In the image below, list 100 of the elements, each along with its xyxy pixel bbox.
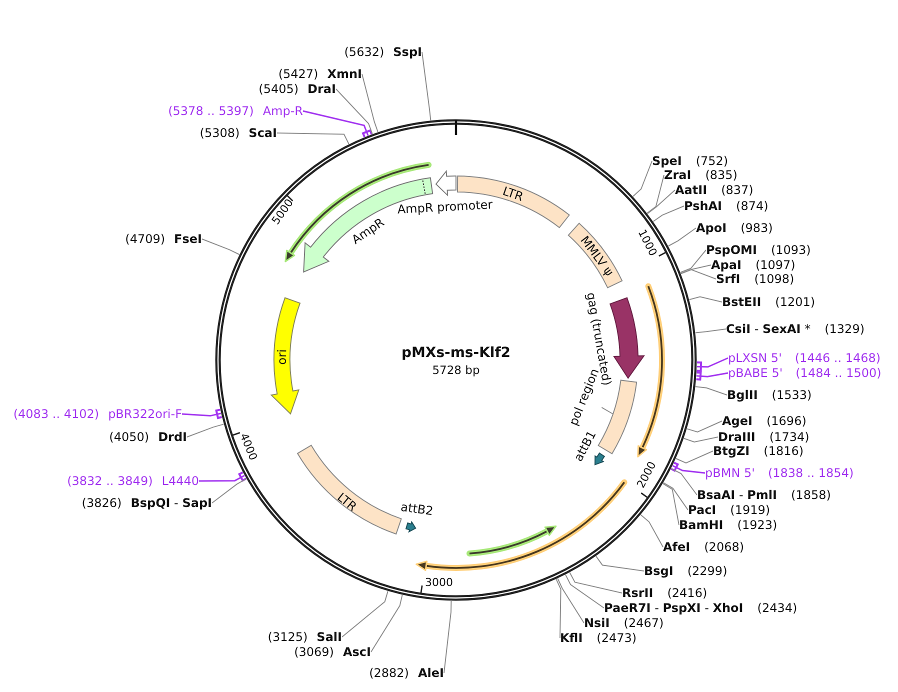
leader-line — [652, 206, 684, 222]
leader-line — [662, 483, 680, 526]
scale-number: 3000 — [425, 576, 453, 590]
cut-position: (2467) — [624, 615, 664, 631]
feature-label: AmpR promoter — [397, 198, 493, 216]
leader-line — [601, 406, 614, 414]
enzyme-name: ApaI — [711, 257, 742, 273]
enzyme-name: PaeR7I - PspXI - XhoI — [604, 600, 744, 616]
enzyme-name: ApoI — [696, 220, 727, 236]
enzyme-name: SpeI — [652, 153, 682, 169]
leader-line — [444, 600, 452, 674]
enzyme-name: DraI — [308, 81, 336, 97]
primer-name: pBMN 5' — [705, 465, 755, 481]
enzyme-name: BspQI - SapI — [130, 495, 212, 511]
cut-position: (3069) — [294, 644, 334, 660]
primer-name: pBABE 5' — [728, 365, 783, 381]
enzyme-name: RsrII — [622, 585, 654, 601]
cut-position: (1533) — [772, 387, 812, 403]
enzyme-name: ZraI — [664, 168, 692, 183]
enzyme-name: BstEII — [722, 294, 762, 310]
enzyme-name: BamHI — [679, 517, 724, 533]
primer-name: pLXSN 5' — [728, 350, 782, 366]
leader-line — [556, 578, 562, 638]
enzyme-name: PacI — [688, 502, 716, 518]
enzyme-name: DrdI — [158, 429, 187, 445]
leader-line — [342, 590, 388, 638]
cut-position: (1093) — [770, 242, 811, 258]
cut-position: (1098) — [754, 271, 794, 287]
leader-line — [680, 264, 712, 274]
enzyme-name: BtgZI — [713, 443, 750, 459]
enzyme-name: DraIII — [718, 429, 756, 445]
leader-line — [683, 436, 718, 443]
leader-line — [686, 420, 722, 433]
leader-line — [675, 450, 714, 464]
leader-line — [422, 52, 432, 121]
enzyme-name: SspI — [393, 44, 422, 60]
feature-label: LTR — [500, 184, 526, 204]
leader-line — [646, 174, 664, 214]
leader-line — [557, 578, 584, 624]
plasmid-name: pMXs-ms-Klf2 — [401, 346, 511, 360]
enzyme-name: BsgI — [644, 563, 674, 579]
feature-label: attB1 — [571, 428, 599, 464]
feature-label: LTR — [334, 490, 360, 514]
enzyme-name: XmnI — [327, 66, 362, 82]
cut-position: (874) — [736, 198, 768, 214]
cut-position: (837) — [721, 182, 754, 198]
leader-line — [182, 412, 222, 417]
cut-position: (2416) — [667, 585, 708, 601]
cut-position: (752) — [696, 153, 728, 169]
feature-label: attB2 — [400, 500, 434, 518]
leader-line — [640, 514, 664, 548]
primer-range: (1446 .. 1468) — [794, 350, 881, 366]
cut-position: (1858) — [791, 487, 831, 503]
enzyme-name: FseI — [174, 231, 202, 247]
leader-line — [695, 328, 726, 334]
scale-number: 4000 — [236, 431, 260, 463]
primer-name: pBR322ori-F — [108, 406, 182, 422]
plasmid-length: 5728 bp — [432, 363, 480, 377]
enzyme-name: KflI — [560, 630, 583, 646]
enzyme-name: AleI — [418, 665, 444, 681]
cut-position: (2473) — [596, 630, 637, 646]
enzyme-name: PspOMI — [706, 242, 757, 258]
scale-number: 1000 — [634, 227, 660, 259]
enzyme-name: AgeI — [722, 413, 752, 429]
cut-position: (2299) — [687, 563, 728, 579]
primer-range: (1838 .. 1854) — [768, 465, 854, 481]
leader-line — [596, 556, 644, 572]
cut-position: (835) — [705, 167, 738, 183]
cut-position: (1919) — [730, 502, 770, 518]
leader-line — [276, 132, 350, 145]
leader-line — [302, 110, 369, 136]
leader-line — [212, 478, 247, 504]
cut-position: (2434) — [757, 600, 798, 616]
leader-line — [362, 74, 378, 132]
leader-line — [199, 474, 245, 482]
primer-name: L4440 — [162, 473, 199, 489]
leader-line — [680, 269, 716, 280]
leader-line — [680, 250, 706, 273]
cut-position: (1201) — [775, 294, 816, 310]
cut-position: (1329) — [824, 321, 865, 337]
feature-label: ori — [274, 349, 290, 365]
cut-position: (5632) — [344, 44, 384, 60]
cut-position: (2882) — [369, 665, 409, 681]
leader-line — [202, 238, 240, 255]
cut-position: (1734) — [769, 429, 810, 445]
leader-line — [632, 160, 652, 197]
leader-line — [696, 357, 728, 368]
cut-position: (2068) — [704, 539, 744, 555]
cut-position: (3826) — [82, 495, 122, 511]
primer-range: (4083 .. 4102) — [13, 406, 100, 422]
enzyme-name: NsiI — [584, 615, 610, 631]
leader-line — [695, 386, 728, 396]
cut-position: (1923) — [737, 517, 778, 533]
leader-line — [662, 482, 688, 510]
leader-line — [565, 574, 604, 608]
cut-position: (4709) — [125, 231, 166, 247]
cut-position: (983) — [740, 220, 773, 236]
cut-position: (3125) — [268, 629, 308, 645]
scale-number: 2000 — [634, 459, 660, 491]
enzyme-name: AfeI — [663, 539, 690, 555]
